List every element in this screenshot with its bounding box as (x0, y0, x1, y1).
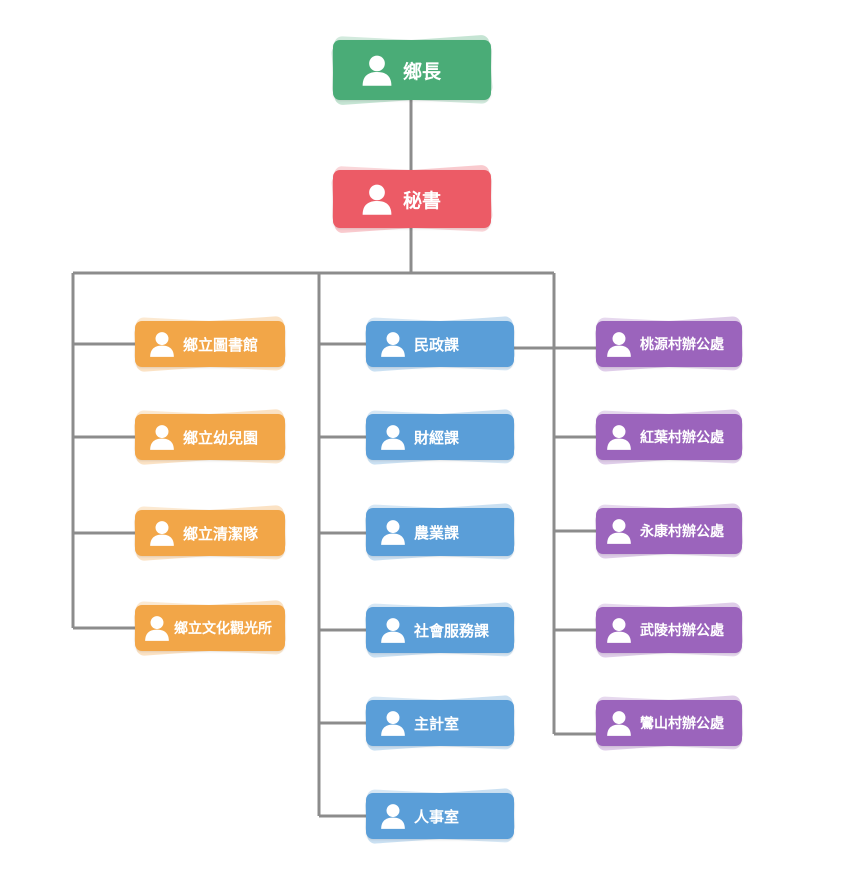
node-mayor: 鄉長 (331, 34, 493, 106)
node-secretary: 秘書 (331, 164, 493, 234)
node-label: 鄉立圖書館 (183, 335, 259, 354)
node-label: 主計室 (414, 714, 460, 733)
node-department: 農業課 (364, 502, 516, 562)
person-icon (150, 332, 174, 357)
node-facility: 鄉立圖書館 (133, 315, 287, 373)
person-icon (381, 520, 405, 545)
person-icon (362, 55, 392, 86)
node-village: 武陵村辦公處 (594, 601, 744, 659)
person-icon (381, 332, 405, 357)
node-department: 社會服務課 (364, 601, 516, 659)
person-icon (150, 521, 174, 546)
person-icon (607, 519, 631, 544)
person-icon (607, 618, 631, 643)
node-label: 桃源村辦公處 (640, 337, 724, 353)
person-icon (607, 425, 631, 450)
node-facility: 鄉立幼兒園 (133, 408, 287, 466)
node-department: 民政課 (364, 315, 516, 373)
node-facility: 鄉立清潔隊 (133, 504, 287, 562)
node-village: 永康村辦公處 (594, 502, 744, 560)
node-label: 永康村辦公處 (640, 524, 724, 540)
node-department: 財經課 (364, 408, 516, 466)
person-icon (381, 618, 405, 643)
node-label: 秘書 (403, 189, 442, 212)
node-village: 桃源村辦公處 (594, 315, 744, 373)
node-label: 武陵村辦公處 (640, 623, 724, 639)
node-label: 財經課 (414, 428, 460, 447)
node-label: 農業課 (414, 523, 460, 542)
node-label: 紅葉村辦公處 (640, 430, 724, 446)
node-department: 人事室 (364, 787, 516, 845)
node-label: 人事室 (414, 807, 460, 826)
node-label: 社會服務課 (414, 621, 490, 640)
node-label: 鄉長 (403, 60, 442, 83)
node-label: 鄉立幼兒園 (183, 428, 259, 447)
node-label: 鄉立清潔隊 (183, 524, 259, 543)
node-village: 鸞山村辦公處 (594, 694, 744, 752)
node-label: 民政課 (414, 335, 460, 354)
node-label: 鸞山村辦公處 (640, 716, 724, 732)
person-icon (381, 711, 405, 736)
node-village: 紅葉村辦公處 (594, 408, 744, 466)
person-icon (381, 425, 405, 450)
person-icon (607, 711, 631, 736)
person-icon (145, 616, 169, 641)
node-department: 主計室 (364, 694, 516, 752)
person-icon (150, 425, 174, 450)
person-icon (607, 332, 631, 357)
node-facility: 鄉立文化觀光所 (133, 599, 287, 657)
node-label: 鄉立文化觀光所 (174, 621, 272, 637)
person-icon (381, 804, 405, 829)
person-icon (362, 184, 392, 215)
